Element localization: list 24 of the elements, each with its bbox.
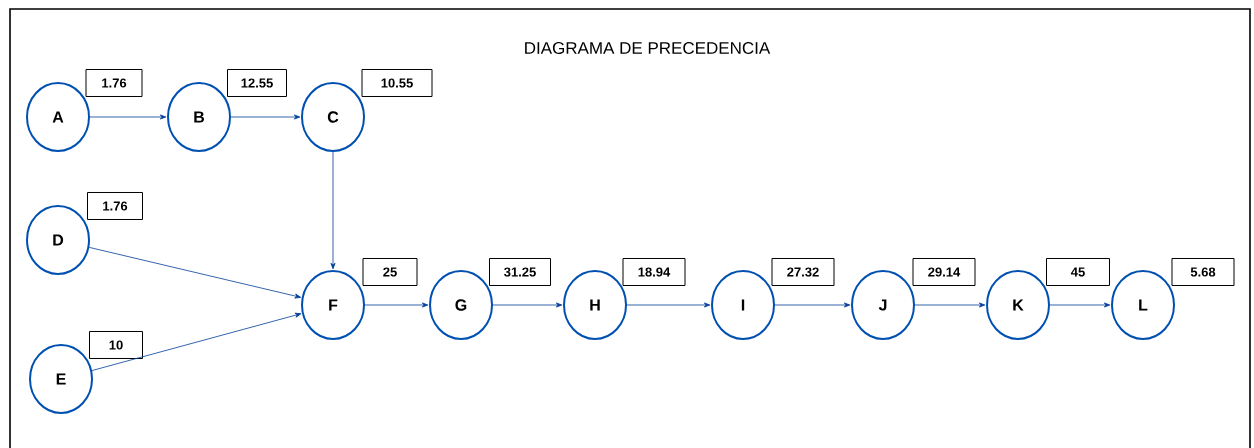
arrow	[91, 312, 302, 371]
duration-box: 45	[1046, 258, 1110, 286]
duration-box: 10	[89, 331, 143, 359]
arrow	[914, 302, 986, 308]
title: DIAGRAMA DE PRECEDENCIA	[525, 42, 771, 54]
duration-box: 12.55	[227, 69, 287, 97]
arrow	[330, 151, 336, 270]
duration-box: 29.14	[912, 258, 976, 286]
arrow	[364, 302, 429, 308]
duration-box: 31.25	[489, 258, 551, 286]
arrow	[492, 302, 563, 308]
arrow	[230, 114, 301, 120]
arrow	[89, 114, 167, 120]
duration-box: 18.94	[622, 258, 686, 286]
arrow	[774, 302, 851, 308]
arrow	[1049, 302, 1111, 308]
arrow	[88, 247, 301, 299]
arrow	[626, 302, 711, 308]
duration-box: 1.76	[85, 69, 143, 97]
duration-box: 10.55	[361, 69, 433, 97]
duration-box: 1.76	[87, 192, 143, 220]
duration-box: 27.32	[771, 258, 835, 286]
duration-box: 25	[362, 258, 418, 286]
duration-box: 5.68	[1171, 258, 1235, 286]
